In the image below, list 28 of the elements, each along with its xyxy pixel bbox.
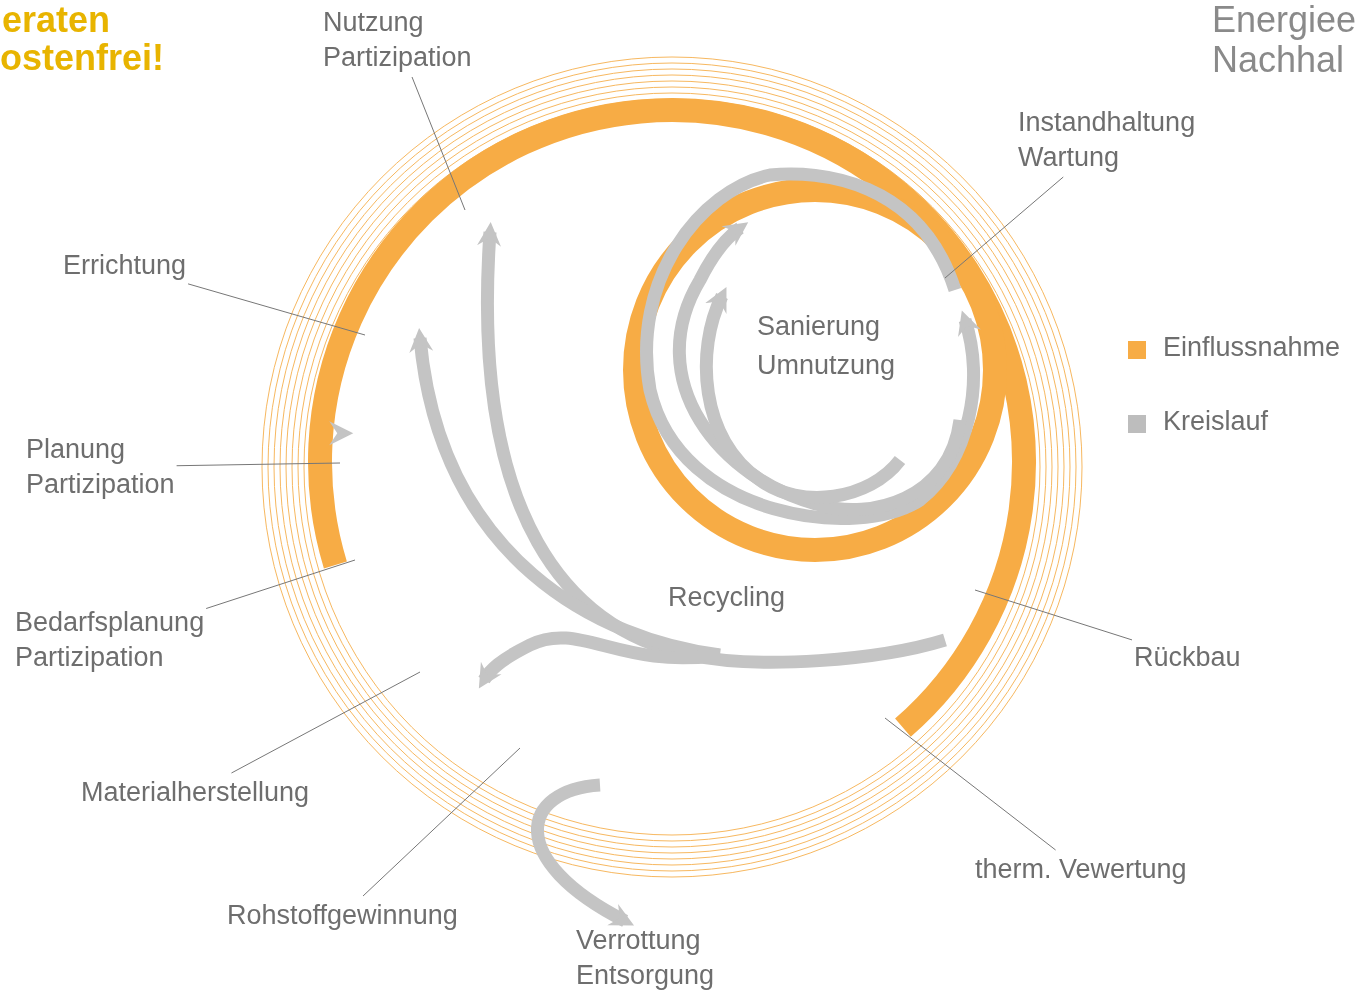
legend-label: Einflussnahme <box>1163 331 1341 364</box>
slogan-text: eraten <box>2 0 111 40</box>
stage-label: Materialherstellung <box>81 775 310 810</box>
stage-label: Instandhaltung Wartung <box>1018 105 1196 175</box>
stage-label: Nutzung Partizipation <box>323 5 472 75</box>
leader-line <box>884 717 1057 851</box>
leader-line <box>230 671 421 774</box>
stage-label: Errichtung <box>63 248 187 283</box>
stage-label: Rohstoffgewinnung <box>227 898 458 933</box>
leader-line <box>362 747 521 897</box>
leader-line <box>205 559 356 609</box>
heading-text: Energiee <box>1212 0 1357 40</box>
stage-label: Planung Partizipation <box>26 432 175 502</box>
slogan-text: ostenfrei! <box>0 38 165 78</box>
heading-text: Nachhal <box>1212 40 1345 80</box>
leader-line <box>411 76 466 211</box>
leader-line <box>944 176 1064 279</box>
leader-line <box>187 283 366 336</box>
leader-line <box>176 462 341 467</box>
stage-label: Bedarfsplanung Partizipation <box>15 605 205 675</box>
arrow <box>531 778 634 927</box>
stage-label: Verrottung Entsorgung <box>576 923 715 992</box>
process-label: Sanierung Umnutzung <box>757 310 896 382</box>
stage-label: therm. Vewertung <box>975 852 1187 887</box>
legend-label: Kreislauf <box>1163 405 1269 438</box>
stage-label: Rückbau <box>1134 640 1241 675</box>
leader-line <box>974 589 1133 641</box>
process-label: Recycling <box>668 582 786 613</box>
